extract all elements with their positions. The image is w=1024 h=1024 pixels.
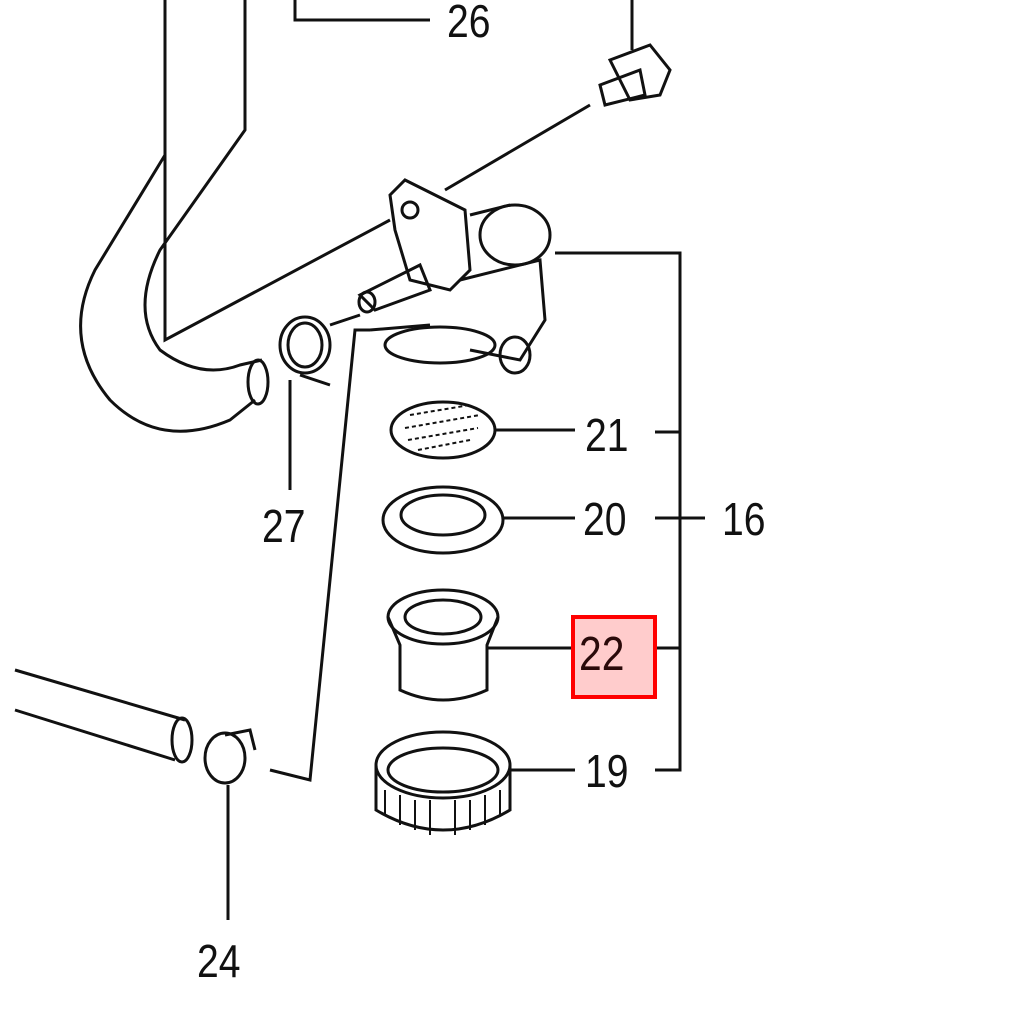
part-22-cup — [386, 588, 571, 702]
hose-26 — [79, 0, 430, 433]
assembly-bracket-16 — [555, 251, 705, 772]
leader-24 — [269, 328, 370, 782]
callout-27[interactable]: 27 — [262, 500, 306, 552]
part-21-screen — [389, 400, 575, 460]
part-19-nut — [374, 730, 575, 835]
clamp-24 — [203, 728, 257, 920]
callout-16[interactable]: 16 — [722, 493, 766, 545]
callout-20[interactable]: 20 — [583, 493, 627, 545]
callout-26[interactable]: 26 — [447, 0, 491, 47]
callout-19[interactable]: 19 — [585, 745, 629, 797]
fuel-cock — [357, 178, 552, 375]
part-20-gasket — [381, 485, 575, 555]
callout-22[interactable]: 22 — [579, 628, 625, 681]
callout-24[interactable]: 24 — [197, 935, 241, 987]
hose-bottom — [14, 668, 194, 764]
clamp-27 — [278, 313, 361, 490]
bolt — [444, 0, 672, 192]
callout-21[interactable]: 21 — [585, 409, 629, 461]
callout-22-highlight[interactable]: 22 — [571, 615, 657, 699]
